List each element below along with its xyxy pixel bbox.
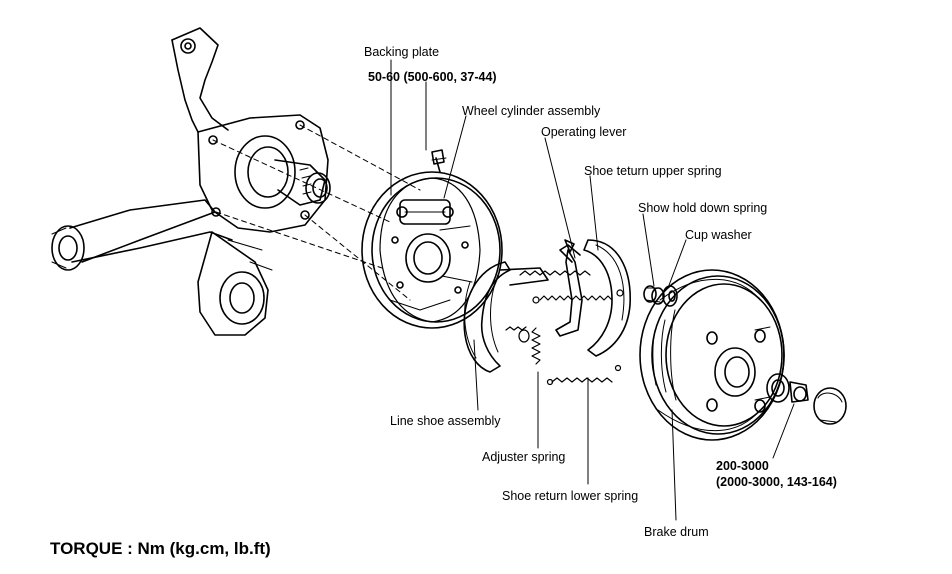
pin-spring [505,326,530,343]
backing-bolt [431,149,447,173]
brake-shoe-left [463,261,549,373]
adjuster-spring-part [531,327,541,365]
leader-lines [390,59,795,521]
label-operating-lever: Operating lever [541,125,627,139]
label-shoe-return-upper-spring: Shoe teturn upper spring [584,164,722,178]
lower-return-spring-part [546,364,622,386]
alignment-lines [212,124,421,301]
brake-drum-part [639,269,785,441]
label-hub-nut-torque-2: (2000-3000, 143-164) [716,475,837,489]
label-shoe-return-lower-spring: Shoe return lower spring [502,489,639,503]
label-adjuster-spring: Adjuster spring [482,450,566,464]
label-backing-plate: Backing plate [364,45,440,59]
upper-return-spring [519,270,624,304]
label-hub-nut-torque-1: 200-3000 [716,459,769,473]
label-hold-down-spring: Show hold down spring [638,201,768,215]
backing-plate [361,171,503,329]
hub-cap-part [813,387,847,425]
knuckle-assembly [51,27,331,336]
label-cup-washer: Cup washer [685,228,752,242]
hold-down-spring-part [643,285,665,305]
brake-shoe-right [559,239,631,357]
hub-nut-part [766,373,809,403]
torque-units-caption: TORQUE : Nm (kg.cm, lb.ft) [50,539,271,558]
label-line-shoe-assembly: Line shoe assembly [390,414,501,428]
label-brake-drum: Brake drum [644,525,709,539]
label-wheel-cylinder: Wheel cylinder assembly [462,104,601,118]
label-backing-torque: 50-60 (500-600, 37-44) [368,70,497,84]
